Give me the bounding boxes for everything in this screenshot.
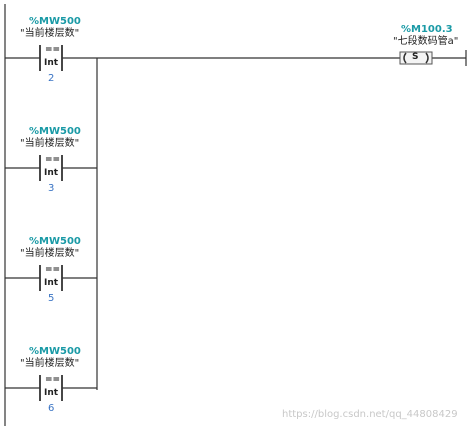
contact-address[interactable]: %MW500: [29, 16, 81, 27]
contact-symbol: "当前楼层数": [20, 248, 80, 259]
contact-value[interactable]: 5: [48, 293, 55, 304]
contact-operator: ==: [45, 45, 61, 55]
contact-address[interactable]: %MW500: [29, 236, 81, 247]
compare-contact-4[interactable]: [5, 375, 97, 401]
contact-address[interactable]: %MW500: [29, 126, 81, 137]
contact-value[interactable]: 2: [48, 73, 55, 84]
compare-contact-3[interactable]: [5, 265, 97, 291]
coil-symbol[interactable]: "七段数码管a": [393, 36, 459, 47]
contact-type: Int: [44, 168, 59, 178]
contact-body: [40, 265, 62, 291]
contact-type: Int: [44, 278, 59, 288]
coil-instruction: S: [412, 52, 419, 62]
contact-body: [40, 375, 62, 401]
contact-operator: ==: [45, 265, 61, 275]
watermark-url: https://blog.csdn.net/qq_44808429: [282, 409, 458, 420]
set-coil[interactable]: [399, 51, 433, 65]
contact-symbol: "当前楼层数": [20, 28, 80, 39]
contact-value[interactable]: 6: [48, 403, 55, 414]
contact-operator: ==: [45, 155, 61, 165]
contact-address[interactable]: %MW500: [29, 346, 81, 357]
contact-type: Int: [44, 388, 59, 398]
compare-contact-1[interactable]: [39, 45, 63, 71]
contact-symbol: "当前楼层数": [20, 138, 80, 149]
contact-symbol: "当前楼层数": [20, 358, 80, 369]
contact-type: Int: [44, 58, 59, 68]
contact-operator: ==: [45, 375, 61, 385]
coil-address[interactable]: %M100.3: [401, 24, 453, 35]
compare-contact-2[interactable]: [5, 155, 97, 181]
contact-value[interactable]: 3: [48, 183, 55, 194]
contact-body: [40, 155, 62, 181]
contact-body: [40, 45, 62, 71]
